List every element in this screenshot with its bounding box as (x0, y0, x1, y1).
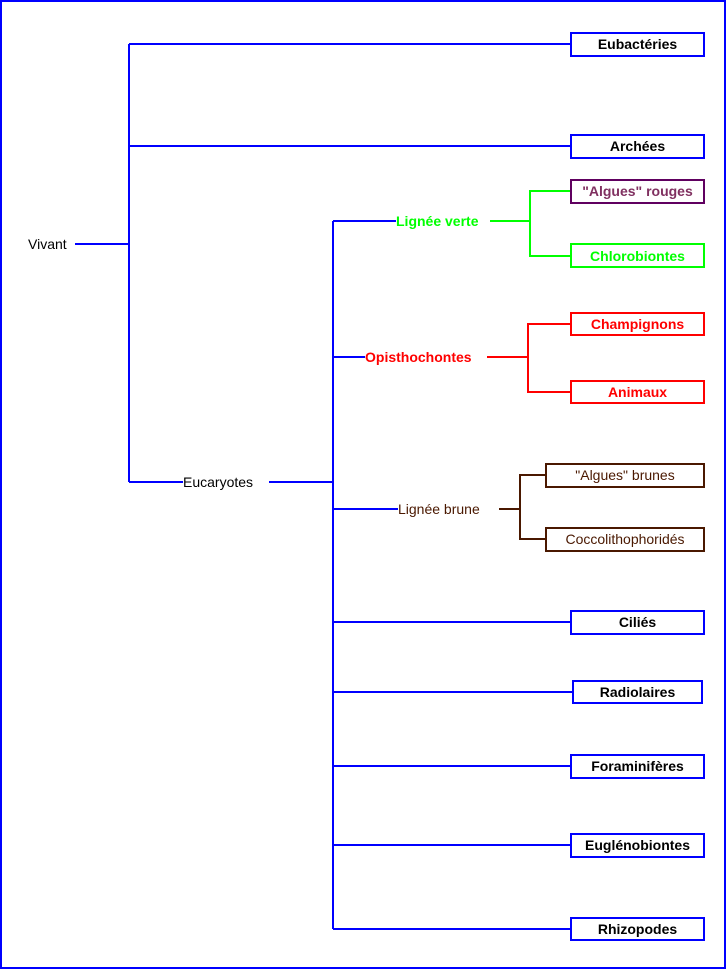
svg-text:Coccolithophoridés: Coccolithophoridés (565, 531, 684, 547)
leaf-radiolaires: Radiolaires (572, 680, 703, 704)
node-opisthochontes: Opisthochontes (365, 349, 472, 365)
svg-text:Radiolaires: Radiolaires (600, 684, 676, 700)
leaf-champignons: Champignons (570, 312, 705, 336)
brown-branches (499, 474, 546, 540)
svg-text:Foraminifères: Foraminifères (591, 758, 684, 774)
leaf-rhizopodes: Rhizopodes (570, 917, 705, 941)
svg-text:"Algues" brunes: "Algues" brunes (575, 467, 674, 483)
green-branches (490, 190, 571, 257)
svg-text:Chlorobiontes: Chlorobiontes (590, 248, 685, 264)
svg-text:Champignons: Champignons (591, 316, 685, 332)
leaf-euglenobiontes: Euglénobiontes (570, 833, 705, 858)
leaf-animaux: Animaux (570, 380, 705, 404)
leaf-archees: Archées (570, 134, 705, 159)
svg-text:"Algues" rouges: "Algues" rouges (582, 183, 693, 199)
node-lignee-brune: Lignée brune (398, 501, 480, 517)
leaf-eubacteries: Eubactéries (570, 32, 705, 57)
node-lignee-verte: Lignée verte (396, 213, 479, 229)
leaf-coccolithophorides: Coccolithophoridés (545, 527, 705, 552)
svg-text:Rhizopodes: Rhizopodes (598, 921, 678, 937)
main-branches (75, 43, 573, 930)
node-eucaryotes: Eucaryotes (183, 474, 253, 490)
leaf-algues-brunes: "Algues" brunes (545, 463, 705, 488)
svg-text:Eubactéries: Eubactéries (598, 36, 678, 52)
svg-text:Euglénobiontes: Euglénobiontes (585, 837, 690, 853)
leaf-foraminiferes: Foraminifères (570, 754, 705, 779)
svg-text:Animaux: Animaux (608, 384, 667, 400)
node-vivant: Vivant (28, 236, 67, 252)
svg-text:Archées: Archées (610, 138, 665, 154)
red-branches (487, 323, 571, 393)
leaf-chlorobiontes: Chlorobiontes (570, 243, 705, 268)
leaf-algues-rouges: "Algues" rouges (570, 179, 705, 204)
svg-text:Ciliés: Ciliés (619, 614, 657, 630)
leaf-cilies: Ciliés (570, 610, 705, 635)
